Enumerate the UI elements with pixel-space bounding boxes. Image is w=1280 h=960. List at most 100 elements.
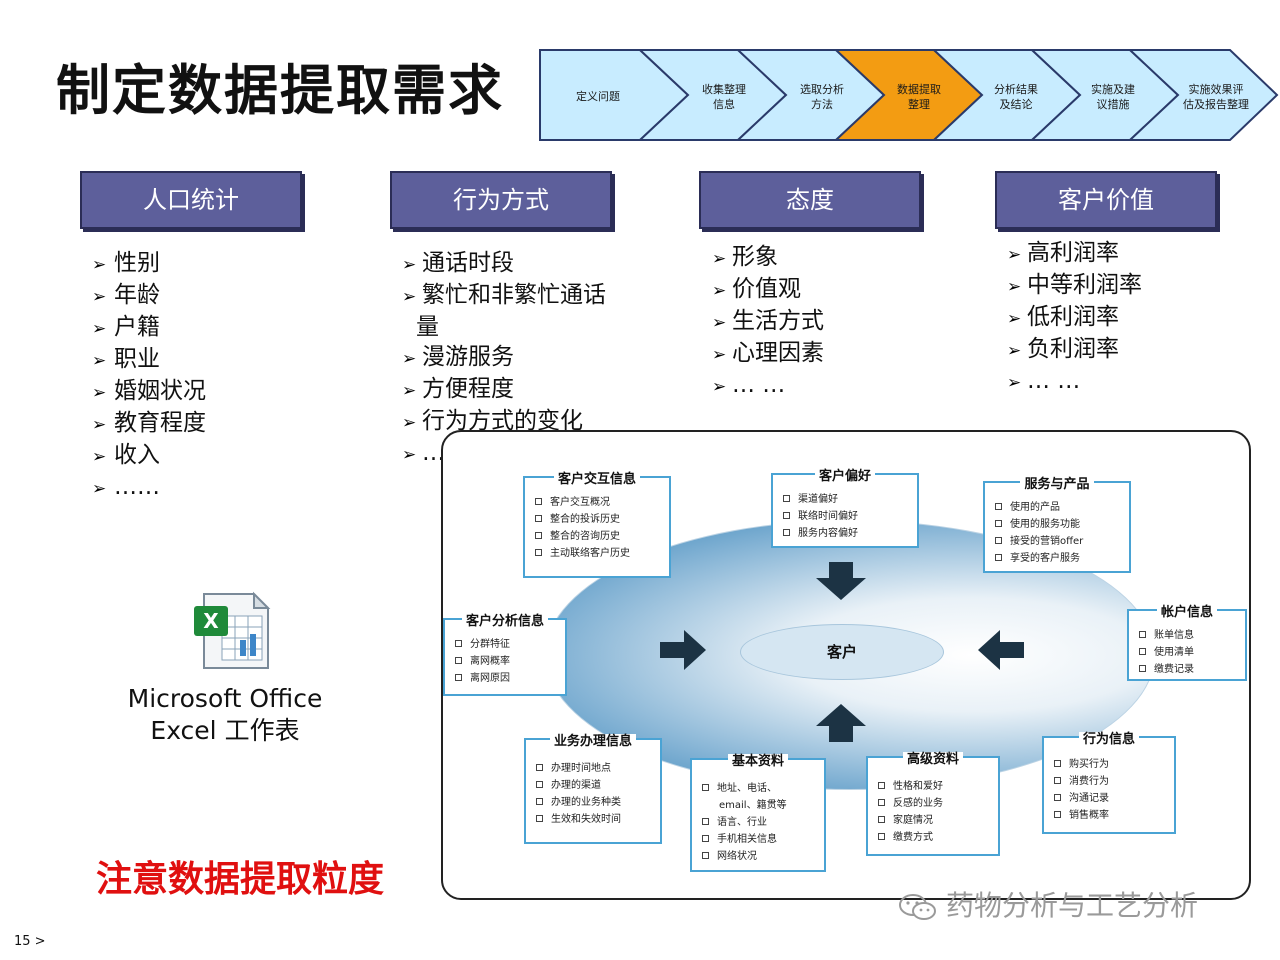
step-label-1: 定义问题 — [576, 90, 620, 103]
arrow-left-icon — [978, 630, 1024, 670]
excel-label[interactable]: Microsoft Office Excel 工作表 — [127, 684, 323, 745]
list-item: 分群特征 — [455, 636, 557, 653]
checkbox-square-icon — [536, 798, 543, 805]
checkbox-square-icon — [878, 833, 885, 840]
arrow-bullet-icon: ➢ — [402, 255, 417, 275]
basic-info-box: 基本资料 地址、电话、 email、籍贯等 语言、行业 手机相关信息 网络状况 — [690, 754, 826, 872]
arrow-bullet-icon: ➢ — [1007, 309, 1022, 329]
page-title: 制定数据提取需求 — [56, 59, 504, 122]
list-item: 享受的客户服务 — [995, 550, 1121, 567]
list-item: 使用清单 — [1139, 644, 1237, 661]
list-item: 家庭情况 — [878, 812, 990, 829]
arrow-bullet-icon: ➢ — [712, 313, 727, 333]
list-item: 消费行为 — [1054, 773, 1166, 790]
box-title: 服务与产品 — [1020, 477, 1094, 492]
checkbox-square-icon — [1054, 794, 1061, 801]
arrow-bullet-icon: ➢ — [712, 281, 727, 301]
list-item: 渠道偏好 — [783, 491, 909, 508]
checkbox-square-icon — [536, 815, 543, 822]
box-title: 业务办理信息 — [549, 734, 636, 749]
checkbox-square-icon — [1139, 665, 1146, 672]
list-item: 使用的产品 — [995, 499, 1121, 516]
list-item: ➢年龄 — [92, 280, 206, 312]
process-step-7 — [1127, 49, 1279, 141]
list-item: 手机相关信息 — [702, 831, 816, 848]
checkbox-square-icon — [535, 549, 542, 556]
list-item: 语言、行业 — [702, 814, 816, 831]
arrow-bullet-icon: ➢ — [92, 255, 107, 275]
step-label-6: 实施及建议措施 — [1091, 83, 1135, 111]
customer-center: 客户 — [740, 624, 944, 680]
box-title: 基本资料 — [727, 754, 788, 769]
list-item: 办理时间地点 — [536, 760, 652, 777]
list-item: 客户交互概况 — [535, 494, 661, 511]
list-item: ➢教育程度 — [92, 408, 206, 440]
behavior-info-box: 行为信息 购买行为 消费行为 沟通记录 销售概率 — [1042, 732, 1176, 834]
list-item: 办理的业务种类 — [536, 794, 652, 811]
checkbox-square-icon — [783, 512, 790, 519]
checkbox-square-icon — [878, 816, 885, 823]
list-item: 销售概率 — [1054, 807, 1166, 824]
granularity-note: 注意数据提取粒度 — [96, 859, 385, 900]
list-item: ➢… … — [712, 370, 824, 402]
excel-file-icon[interactable]: X — [192, 590, 272, 672]
box-title: 客户分析信息 — [461, 614, 548, 629]
list-item: 离网概率 — [455, 653, 557, 670]
list-item: ➢… … — [1007, 366, 1142, 398]
arrow-bullet-icon: ➢ — [402, 381, 417, 401]
list-item: ➢职业 — [92, 344, 206, 376]
step-label-4: 数据提取整理 — [897, 83, 941, 111]
arrow-right-icon — [660, 630, 706, 670]
checkbox-square-icon — [455, 640, 462, 647]
interaction-info-box: 客户交互信息 客户交互概况 整合的投诉历史 整合的咨询历史 主动联络客户历史 — [523, 472, 671, 578]
list-item: 账单信息 — [1139, 627, 1237, 644]
box-title: 客户交互信息 — [553, 472, 640, 487]
business-info-box: 业务办理信息 办理时间地点 办理的渠道 办理的业务种类 生效和失效时间 — [524, 734, 662, 844]
list-item: ➢低利润率 — [1007, 302, 1142, 334]
process-flow: 定义问题 收集整理信息 选取分析方法 数据提取整理 分析结果及结论 实施及建议措… — [0, 0, 1280, 150]
list-item: 服务内容偏好 — [783, 525, 909, 542]
box-title: 客户偏好 — [814, 469, 875, 484]
list-item: ➢方便程度 — [402, 374, 606, 406]
arrow-bullet-icon: ➢ — [92, 383, 107, 403]
list-item: ➢性别 — [92, 248, 206, 280]
category-behavior: 行为方式 — [390, 171, 612, 229]
checkbox-square-icon — [535, 532, 542, 539]
category-attitude: 态度 — [699, 171, 921, 229]
checkbox-square-icon — [536, 781, 543, 788]
arrow-bullet-icon: ➢ — [712, 249, 727, 269]
list-item: 办理的渠道 — [536, 777, 652, 794]
arrow-bullet-icon: ➢ — [402, 445, 417, 465]
customer-value-list: ➢高利润率 ➢中等利润率 ➢低利润率 ➢负利润率 ➢… … — [1007, 238, 1142, 398]
list-item: 反感的业务 — [878, 795, 990, 812]
checkbox-square-icon — [1054, 760, 1061, 767]
list-item: 接受的营销offer — [995, 533, 1121, 550]
checkbox-square-icon — [783, 529, 790, 536]
checkbox-square-icon — [995, 554, 1002, 561]
list-item: ➢中等利润率 — [1007, 270, 1142, 302]
step-label-7: 实施效果评估及报告整理 — [1183, 83, 1249, 111]
category-customer-value: 客户价值 — [995, 171, 1217, 229]
step-label-3: 选取分析方法 — [800, 83, 844, 111]
list-item: email、籍贯等 — [719, 800, 787, 811]
checkbox-square-icon — [1139, 648, 1146, 655]
list-item: 生效和失效时间 — [536, 811, 652, 828]
arrow-down-icon — [816, 562, 866, 600]
list-item: ➢漫游服务 — [402, 342, 606, 374]
list-item: ➢通话时段 — [402, 248, 606, 280]
checkbox-square-icon — [702, 835, 709, 842]
list-item: 网络状况 — [702, 848, 816, 865]
checkbox-square-icon — [535, 515, 542, 522]
step-label-2: 收集整理信息 — [702, 83, 746, 111]
list-item: ➢婚姻状况 — [92, 376, 206, 408]
step-label-5: 分析结果及结论 — [994, 83, 1038, 111]
list-item: 量 — [416, 314, 439, 340]
list-item: 整合的投诉历史 — [535, 511, 661, 528]
service-info-box: 服务与产品 使用的产品 使用的服务功能 接受的营销offer 享受的客户服务 — [983, 477, 1131, 573]
demographics-list: ➢性别 ➢年龄 ➢户籍 ➢职业 ➢婚姻状况 ➢教育程度 ➢收入 ➢…… — [92, 248, 206, 504]
list-item: 缴费记录 — [1139, 661, 1237, 678]
arrow-bullet-icon: ➢ — [92, 319, 107, 339]
arrow-bullet-icon: ➢ — [402, 287, 417, 307]
box-title: 高级资料 — [902, 752, 963, 767]
list-item: ➢生活方式 — [712, 306, 824, 338]
